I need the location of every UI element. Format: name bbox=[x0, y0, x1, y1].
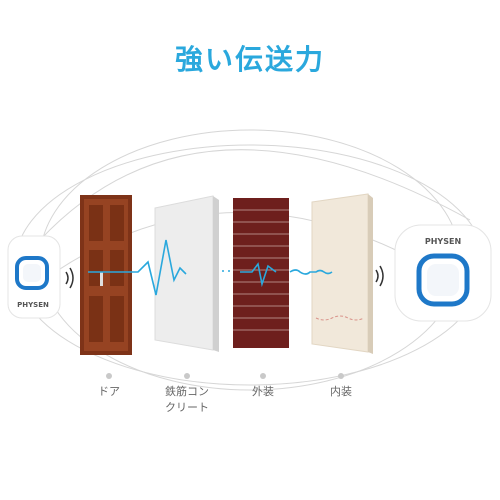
wave-icon-right bbox=[375, 265, 384, 287]
headline: 強い伝送力 bbox=[174, 43, 325, 76]
label-dot bbox=[184, 373, 190, 379]
label-interior: 内装 bbox=[330, 385, 352, 398]
transmitter-device bbox=[7, 235, 61, 319]
label-dot bbox=[338, 373, 344, 379]
label-dot bbox=[260, 373, 266, 379]
concrete-obstacle bbox=[154, 195, 219, 352]
label-concrete-line2: クリート bbox=[165, 401, 209, 414]
transmitter-brand: PHYSEN bbox=[17, 301, 49, 309]
receiver-device bbox=[394, 224, 492, 322]
door-obstacle bbox=[80, 195, 132, 355]
label-dot bbox=[106, 373, 112, 379]
label-exterior: 外装 bbox=[252, 385, 274, 398]
signal-wave bbox=[88, 239, 333, 296]
brick-obstacle bbox=[233, 198, 289, 348]
receiver-brand: PHYSEN bbox=[425, 237, 461, 246]
label-concrete: 鉄筋コン クリート bbox=[152, 384, 222, 416]
label-door: ドア bbox=[98, 385, 120, 398]
wave-icon-left bbox=[65, 267, 74, 289]
interior-obstacle bbox=[311, 193, 373, 354]
label-concrete-line1: 鉄筋コン bbox=[165, 385, 209, 398]
